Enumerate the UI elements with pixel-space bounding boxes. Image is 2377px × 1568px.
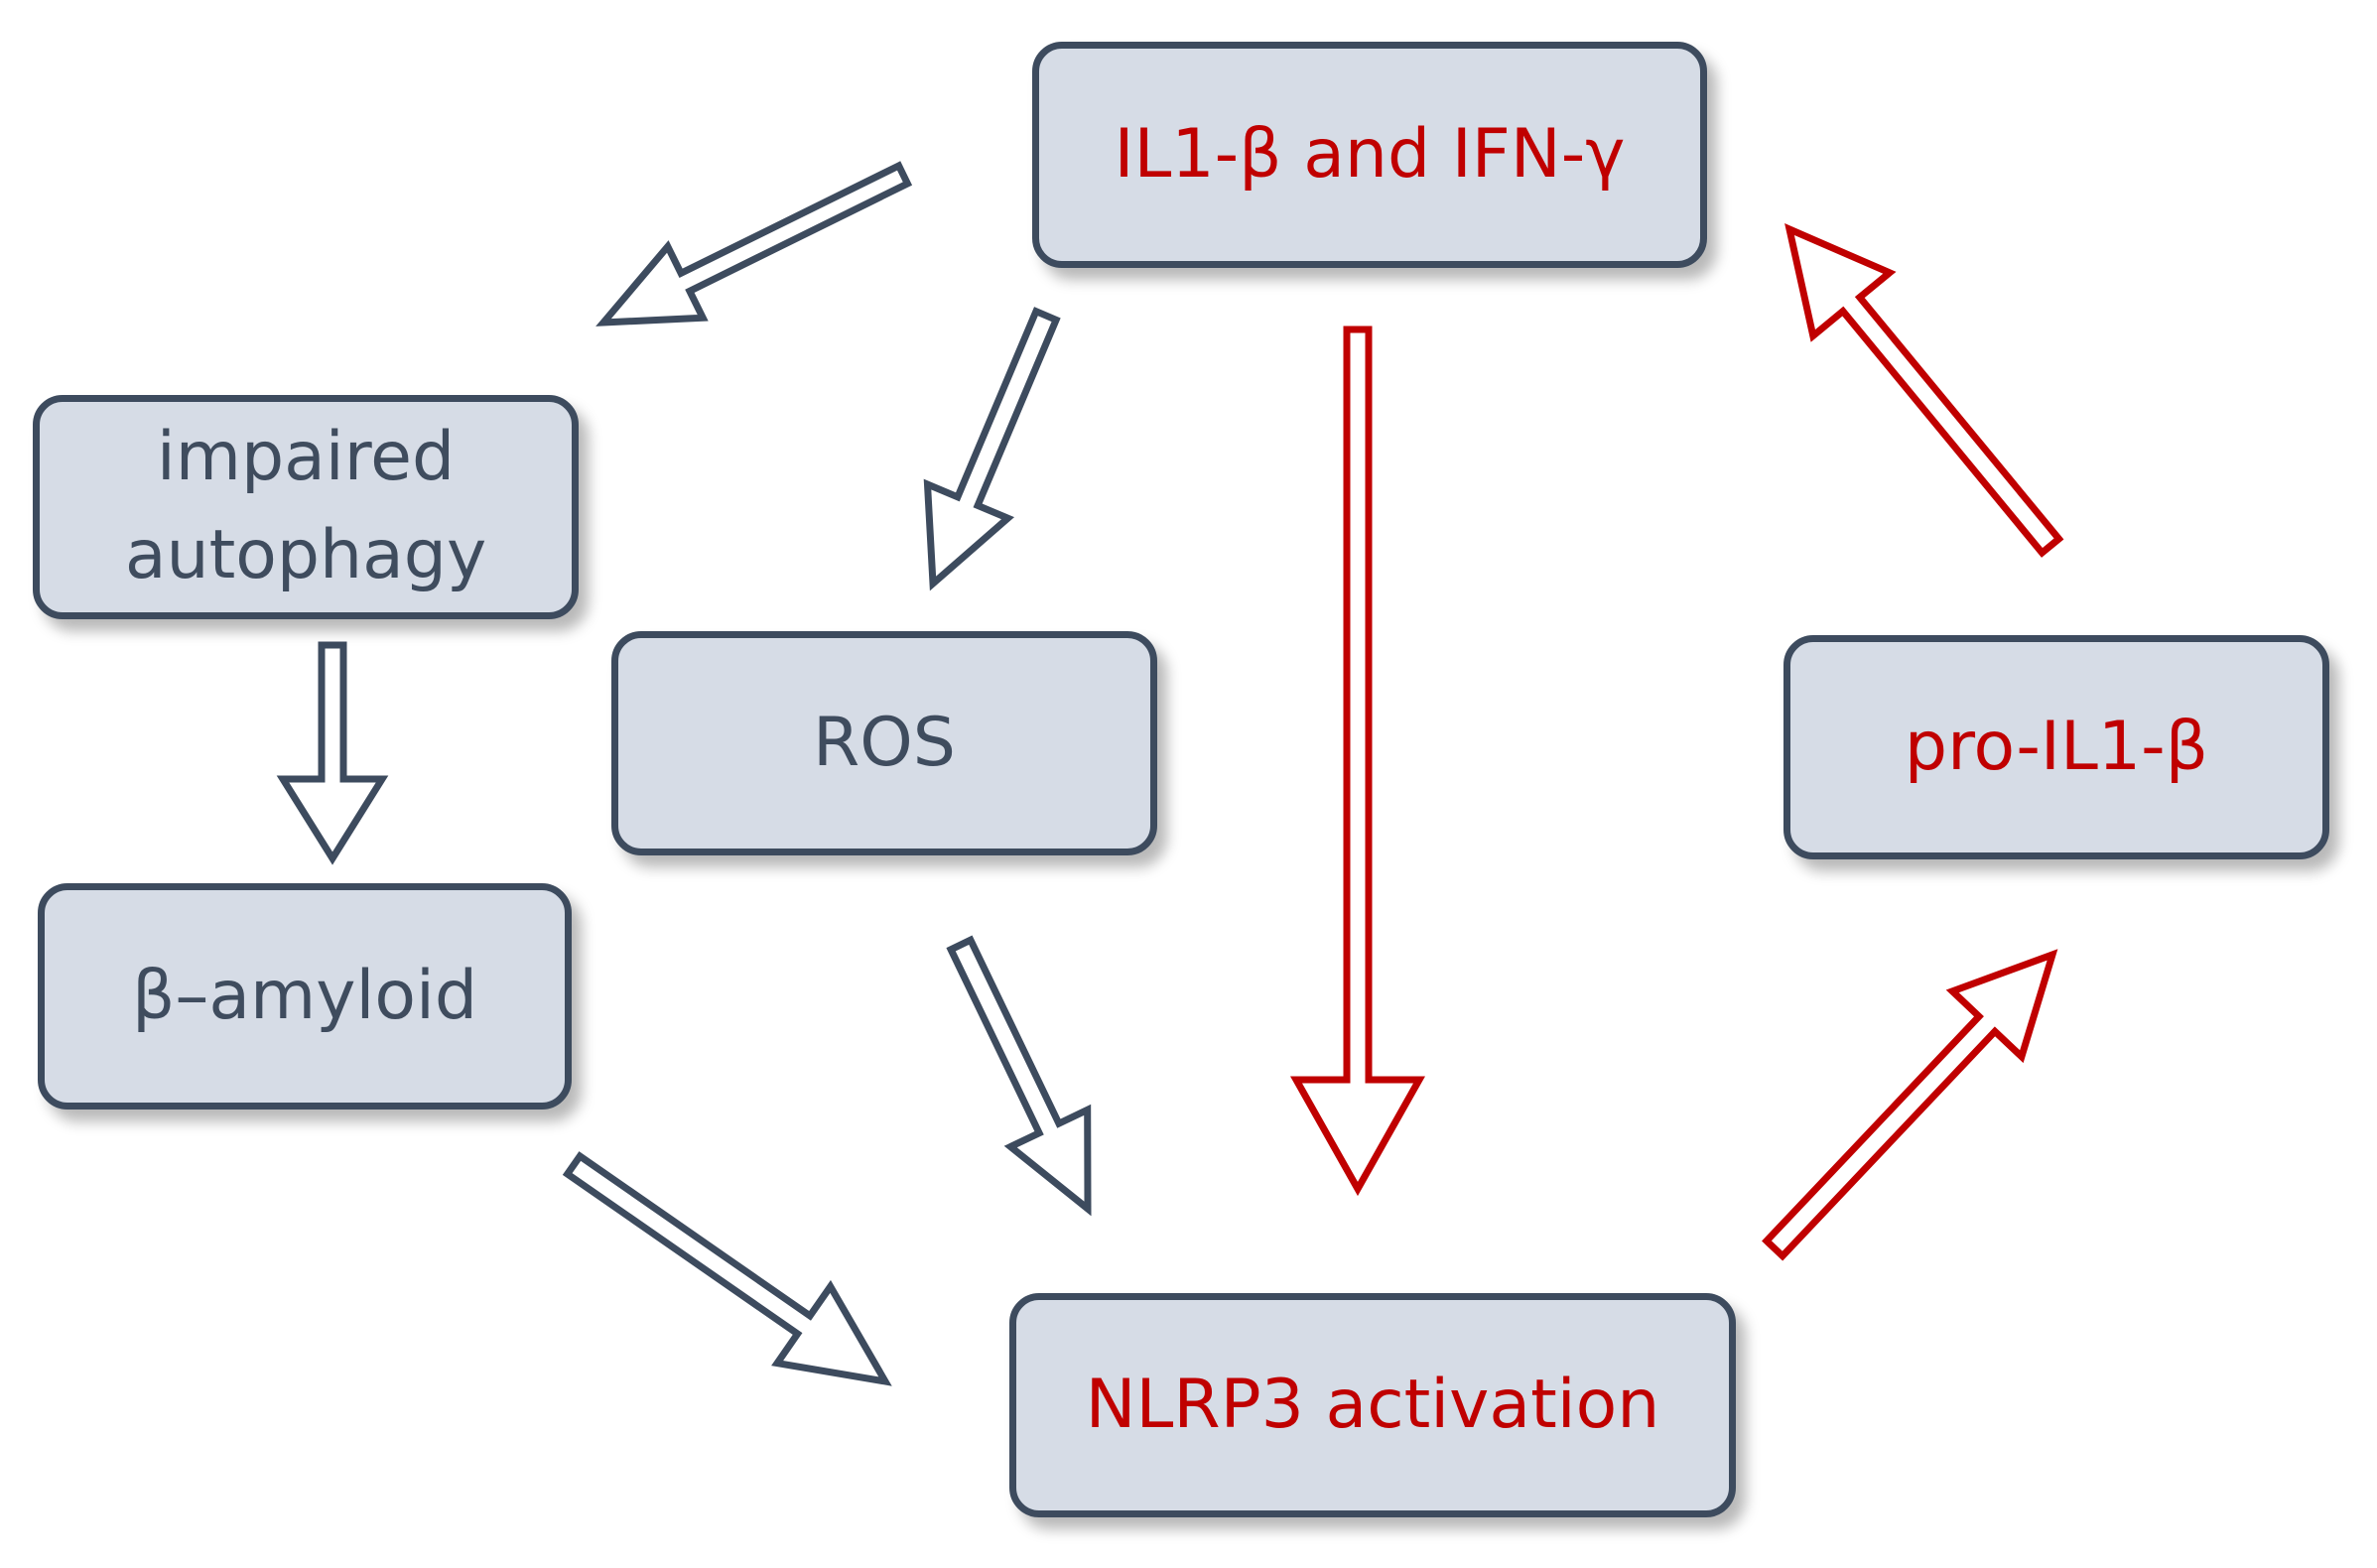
beta-amyloid-node: β–amyloid (38, 883, 572, 1110)
arrow-nlrp3-to-pro-il1 (1762, 949, 2058, 1261)
arrow-il1-to-autophagy (595, 161, 913, 327)
impaired-autophagy-node: impaired autophagy (33, 395, 579, 619)
arrow-amyloid-to-nlrp3 (562, 1151, 892, 1386)
beta-amyloid-label: β–amyloid (131, 956, 478, 1035)
arrow-pro-il1-to-il1 (1784, 223, 2064, 558)
pro-il1-label: pro-IL1-β (1904, 707, 2209, 786)
nlrp3-activation-label: NLRP3 activation (1085, 1365, 1660, 1444)
nlrp3-activation-node: NLRP3 activation (1009, 1293, 1736, 1517)
ros-node: ROS (611, 631, 1157, 855)
arrow-il1-to-nlrp3 (1290, 326, 1425, 1197)
impaired-autophagy-label: impaired autophagy (124, 418, 487, 594)
pro-il1-node: pro-IL1-β (1783, 635, 2329, 859)
il1-ifn-node: IL1-β and IFN-γ (1032, 42, 1707, 268)
il1-ifn-label: IL1-β and IFN-γ (1114, 114, 1626, 194)
arrow-autophagy-to-amyloid (276, 641, 389, 865)
ros-label: ROS (813, 703, 956, 782)
arrow-ros-to-nlrp3 (946, 935, 1092, 1217)
arrow-il1-to-ros (923, 307, 1061, 591)
